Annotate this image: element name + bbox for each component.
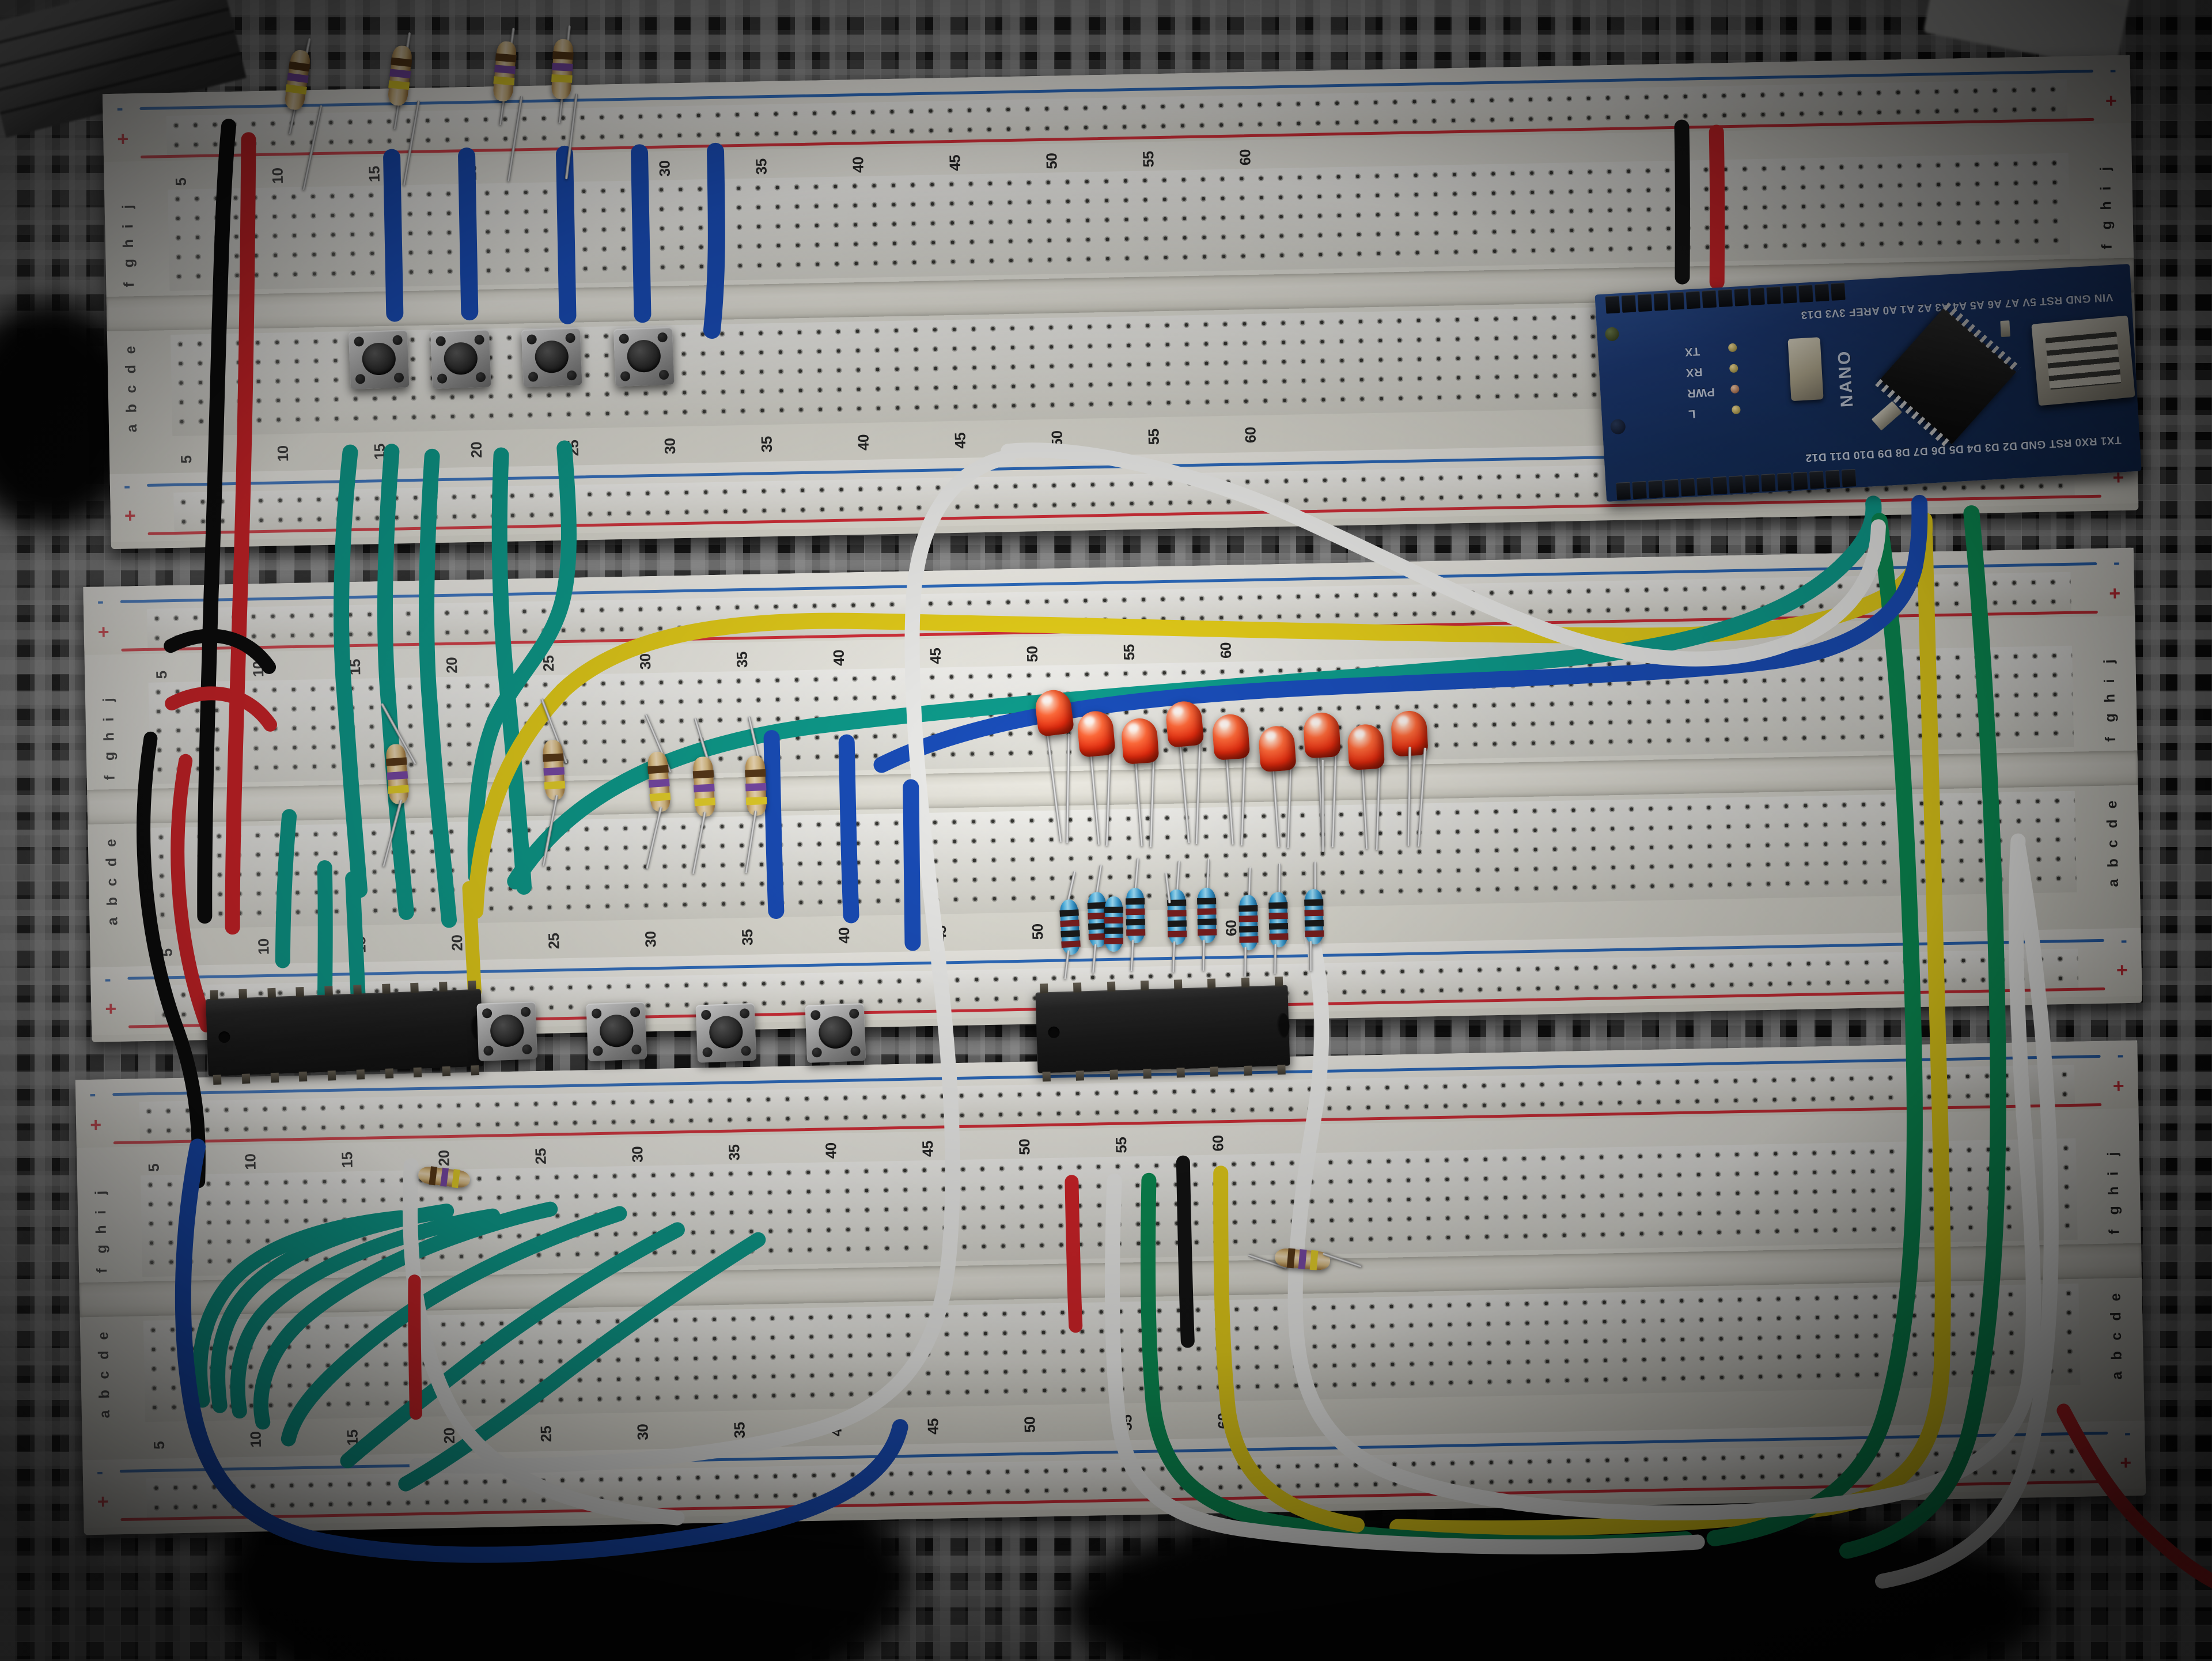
photo-scene: - + - + 51015202530354045505560 jihgf ji… xyxy=(0,0,2212,1661)
photo-vignette xyxy=(0,0,2212,1661)
